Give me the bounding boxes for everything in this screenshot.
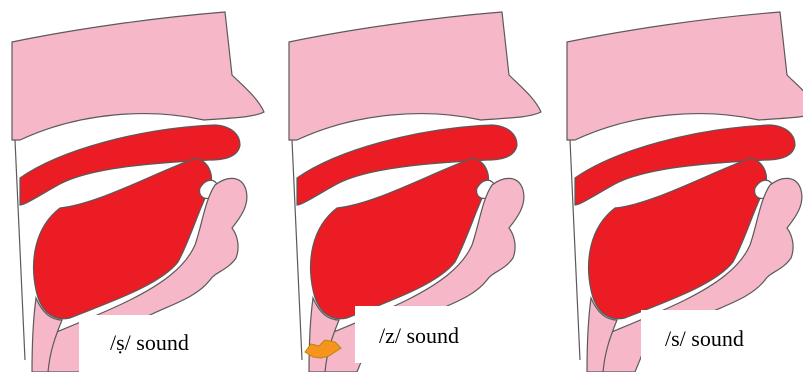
throat-back-wall: [15, 140, 25, 360]
panel-emphatic-s: /ṣ/ sound: [0, 0, 268, 372]
sound-label: /z/ sound: [379, 323, 459, 349]
throat-back-wall: [292, 140, 302, 360]
sound-label: /s/ sound: [665, 326, 744, 352]
sound-label: /ṣ/ sound: [110, 330, 189, 356]
palate-and-nose: [567, 12, 803, 140]
panel-s: /s/ sound: [555, 0, 803, 372]
palate-and-nose: [289, 12, 541, 140]
throat-back-wall: [570, 140, 580, 360]
panel-z: /z/ sound: [277, 0, 545, 372]
palate-and-nose: [12, 12, 264, 140]
